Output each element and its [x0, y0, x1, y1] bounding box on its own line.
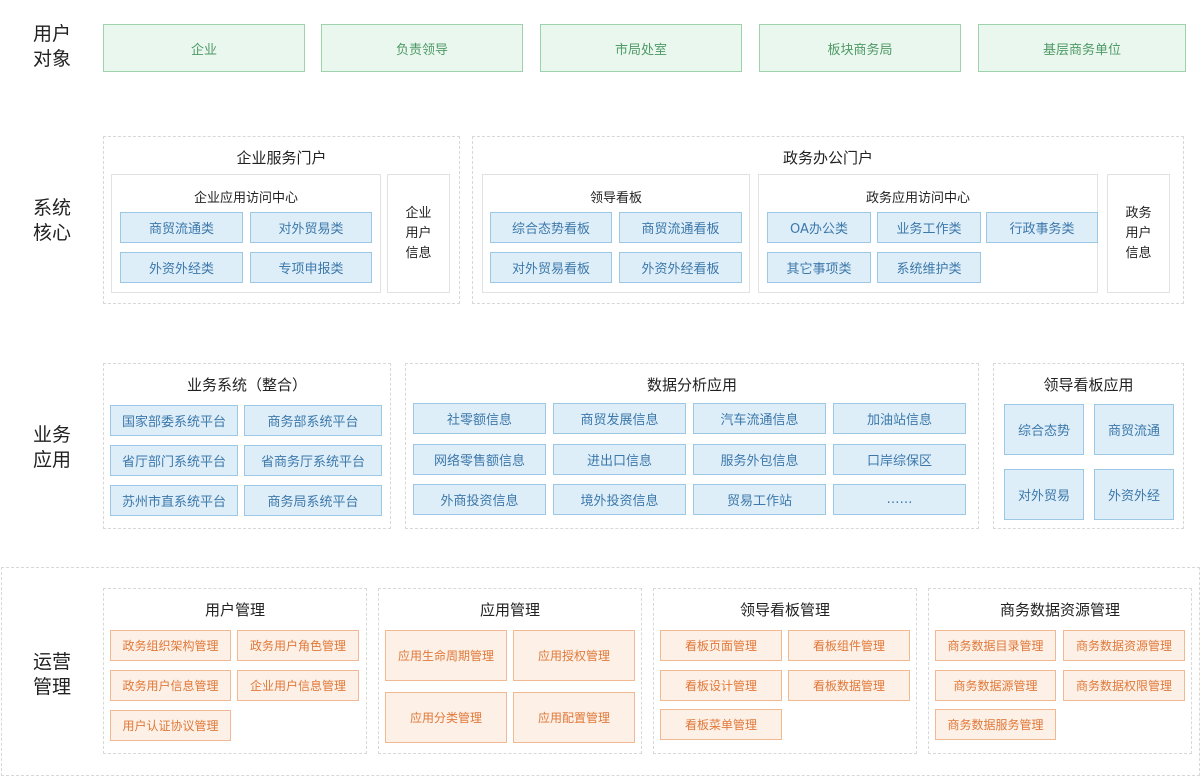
enterprise-app-foreign-trade[interactable]: 对外贸易类 — [250, 212, 372, 243]
app-category-mgmt[interactable]: 应用分类管理 — [385, 692, 507, 743]
gov-portal-title: 政务办公门户 — [782, 149, 873, 167]
gov-app-system-maintenance[interactable]: 系统维护类 — [877, 252, 981, 283]
platform-provincial-commerce[interactable]: 省商务厅系统平台 — [244, 445, 382, 476]
data-permission-mgmt[interactable]: 商务数据权限管理 — [1063, 670, 1185, 701]
user-object-district-bureau[interactable]: 板块商务局 — [759, 24, 961, 72]
dashboard-page-mgmt[interactable]: 看板页面管理 — [660, 630, 782, 661]
app-lifecycle-mgmt[interactable]: 应用生命周期管理 — [385, 630, 507, 681]
user-object-grassroots-unit[interactable]: 基层商务单位 — [978, 24, 1186, 72]
row-label-core: 系统 核心 — [32, 197, 71, 244]
user-object-city-office[interactable]: 市局处室 — [540, 24, 742, 72]
analysis-port-bonded-zone[interactable]: 口岸综保区 — [833, 444, 966, 475]
user-auth-agreement-mgmt[interactable]: 用户认证协议管理 — [110, 710, 231, 741]
dashboard-management-title: 领导看板管理 — [739, 601, 830, 619]
data-source-mgmt[interactable]: 商务数据源管理 — [935, 670, 1056, 701]
gov-user-info[interactable]: 政务 用户 信息 — [1107, 174, 1170, 293]
data-analysis-title: 数据分析应用 — [646, 376, 737, 394]
data-analysis-apps — [405, 363, 979, 529]
dashboard-overall-situation[interactable]: 综合态势看板 — [490, 212, 612, 243]
user-object-leader[interactable]: 负责领导 — [321, 24, 523, 72]
app-config-mgmt[interactable]: 应用配置管理 — [513, 692, 635, 743]
gov-app-other[interactable]: 其它事项类 — [767, 252, 871, 283]
enterprise-user-info[interactable]: 企业 用户 信息 — [387, 174, 450, 293]
analysis-retail-sales[interactable]: 社零额信息 — [413, 403, 546, 434]
platform-provincial-dept[interactable]: 省厅部门系统平台 — [110, 445, 238, 476]
analysis-trade-development[interactable]: 商贸发展信息 — [553, 403, 686, 434]
dashboard-management — [653, 588, 917, 754]
analysis-outbound-investment[interactable]: 境外投资信息 — [553, 484, 686, 515]
enterprise-portal — [103, 136, 460, 304]
data-service-mgmt[interactable]: 商务数据服务管理 — [935, 709, 1056, 740]
commerce-data-resource-management — [928, 588, 1192, 754]
data-catalog-mgmt[interactable]: 商务数据目录管理 — [935, 630, 1056, 661]
gov-user-role-mgmt[interactable]: 政务用户角色管理 — [237, 630, 359, 661]
analysis-online-retail[interactable]: 网络零售额信息 — [413, 444, 546, 475]
enterprise-user-info-mgmt[interactable]: 企业用户信息管理 — [237, 670, 359, 701]
dashboard-app-overall[interactable]: 综合态势 — [1004, 404, 1084, 455]
row-label-users: 用户 对象 — [32, 23, 71, 70]
row-label-ops: 运营 管理 — [32, 651, 71, 698]
gov-org-structure-mgmt[interactable]: 政务组织架构管理 — [110, 630, 231, 661]
dashboard-design-mgmt[interactable]: 看板设计管理 — [660, 670, 782, 701]
dashboard-component-mgmt[interactable]: 看板组件管理 — [788, 630, 910, 661]
enterprise-app-trade-circulation[interactable]: 商贸流通类 — [120, 212, 243, 243]
dashboard-menu-mgmt[interactable]: 看板菜单管理 — [660, 709, 782, 740]
platform-suzhou-municipal[interactable]: 苏州市直系统平台 — [110, 485, 238, 516]
platform-commerce-bureau[interactable]: 商务局系统平台 — [244, 485, 382, 516]
dashboard-app-foreign-investment[interactable]: 外资外经 — [1094, 469, 1174, 520]
app-management-title: 应用管理 — [479, 601, 540, 619]
analysis-foreign-investment[interactable]: 外商投资信息 — [413, 484, 546, 515]
analysis-gas-station[interactable]: 加油站信息 — [833, 403, 966, 434]
dashboard-apps — [993, 363, 1184, 529]
app-authorization-mgmt[interactable]: 应用授权管理 — [513, 630, 635, 681]
data-resource-mgmt[interactable]: 商务数据资源管理 — [1063, 630, 1185, 661]
dashboard-trade-circulation[interactable]: 商贸流通看板 — [619, 212, 742, 243]
analysis-trade-workstation[interactable]: 贸易工作站 — [693, 484, 826, 515]
dashboard-app-trade-circulation[interactable]: 商贸流通 — [1094, 404, 1174, 455]
app-management — [378, 588, 642, 754]
analysis-service-outsourcing[interactable]: 服务外包信息 — [693, 444, 826, 475]
gov-access-center-title: 政务应用访问中心 — [865, 191, 970, 206]
gov-user-info-mgmt[interactable]: 政务用户信息管理 — [110, 670, 231, 701]
analysis-import-export[interactable]: 进出口信息 — [553, 444, 686, 475]
gov-app-oa[interactable]: OA办公类 — [767, 212, 871, 243]
enterprise-app-foreign-investment[interactable]: 外资外经类 — [120, 252, 243, 283]
enterprise-access-center-title: 企业应用访问中心 — [193, 191, 298, 206]
dashboard-foreign-investment[interactable]: 外资外经看板 — [619, 252, 742, 283]
analysis-auto-circulation[interactable]: 汽车流通信息 — [693, 403, 826, 434]
user-management-title: 用户管理 — [204, 601, 265, 619]
dashboard-app-foreign-trade[interactable]: 对外贸易 — [1004, 469, 1084, 520]
gov-portal — [472, 136, 1184, 304]
dashboard-data-mgmt[interactable]: 看板数据管理 — [788, 670, 910, 701]
enterprise-app-special-application[interactable]: 专项申报类 — [250, 252, 372, 283]
row-label-business: 业务 应用 — [32, 424, 71, 471]
business-systems-title: 业务系统（整合） — [186, 376, 307, 394]
enterprise-portal-title: 企业服务门户 — [236, 149, 327, 167]
user-management — [103, 588, 367, 754]
business-systems — [103, 363, 391, 529]
gov-app-business-work[interactable]: 业务工作类 — [877, 212, 981, 243]
dashboard-foreign-trade[interactable]: 对外贸易看板 — [490, 252, 612, 283]
platform-mofcom[interactable]: 商务部系统平台 — [244, 405, 382, 436]
leader-dashboard-title: 领导看板 — [589, 191, 642, 206]
ops-management-region — [1, 567, 1200, 776]
dashboard-apps-title: 领导看板应用 — [1043, 376, 1134, 394]
analysis-more[interactable]: …… — [833, 484, 966, 515]
user-object-enterprise[interactable]: 企业 — [103, 24, 305, 72]
gov-app-administrative[interactable]: 行政事务类 — [986, 212, 1098, 243]
platform-national-ministry[interactable]: 国家部委系统平台 — [110, 405, 238, 436]
commerce-data-mgmt-title: 商务数据资源管理 — [999, 601, 1120, 619]
